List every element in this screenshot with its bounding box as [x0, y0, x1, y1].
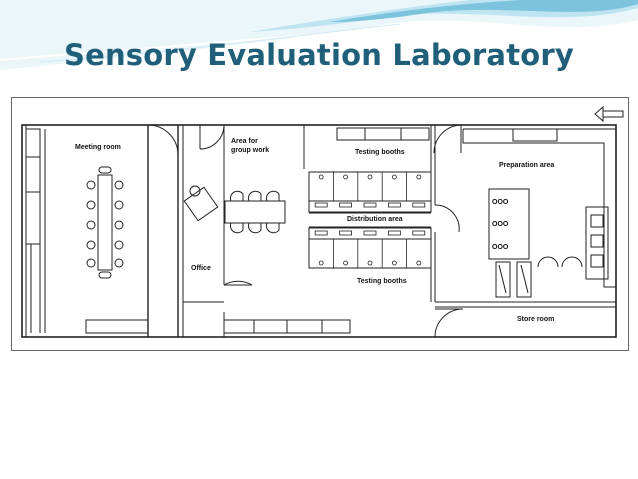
booth-seat-bottom — [391, 260, 397, 266]
booth-hatch-top — [412, 202, 426, 208]
booth-seat-bottom — [367, 260, 373, 266]
label-preparation: Preparation area — [499, 162, 554, 169]
booth-seat-top — [343, 174, 349, 180]
booth-hatch-top — [314, 202, 328, 208]
booth-seat-top — [416, 174, 422, 180]
booth-seat-top — [391, 174, 397, 180]
booth-seat-bottom — [343, 260, 349, 266]
booth-hatch-bottom — [314, 230, 328, 236]
label-testing-top: Testing booths — [355, 149, 405, 156]
floor-plan: OOO OOO OOO Meeting room Area for group … — [11, 97, 629, 351]
booth-hatch-top — [339, 202, 353, 208]
label-store-room: Store room — [517, 316, 554, 323]
booth-seat-top — [367, 174, 373, 180]
booth-seat-bottom — [416, 260, 422, 266]
booth-hatch-bottom — [339, 230, 353, 236]
label-testing-bottom: Testing booths — [357, 278, 407, 285]
booth-seat-top — [318, 174, 324, 180]
booth-seat-bottom — [318, 260, 324, 266]
left-arrow-icon — [594, 105, 624, 123]
svg-text:OOO: OOO — [492, 244, 509, 251]
label-group-work-1: Area for — [231, 138, 258, 145]
label-group-work-2: group work — [231, 147, 269, 154]
booth-hatch-bottom — [412, 230, 426, 236]
svg-text:OOO: OOO — [492, 199, 509, 206]
header-wave — [0, 0, 638, 70]
booth-hatch-bottom — [363, 230, 377, 236]
booth-hatch-top — [387, 202, 401, 208]
label-office: Office — [191, 265, 211, 272]
booth-hatch-top — [363, 202, 377, 208]
slide-title: Sensory Evaluation Laboratory — [64, 38, 574, 72]
svg-text:OOO: OOO — [492, 221, 509, 228]
label-distribution: Distribution area — [347, 216, 403, 223]
label-meeting-room: Meeting room — [75, 144, 121, 151]
booth-hatch-bottom — [387, 230, 401, 236]
